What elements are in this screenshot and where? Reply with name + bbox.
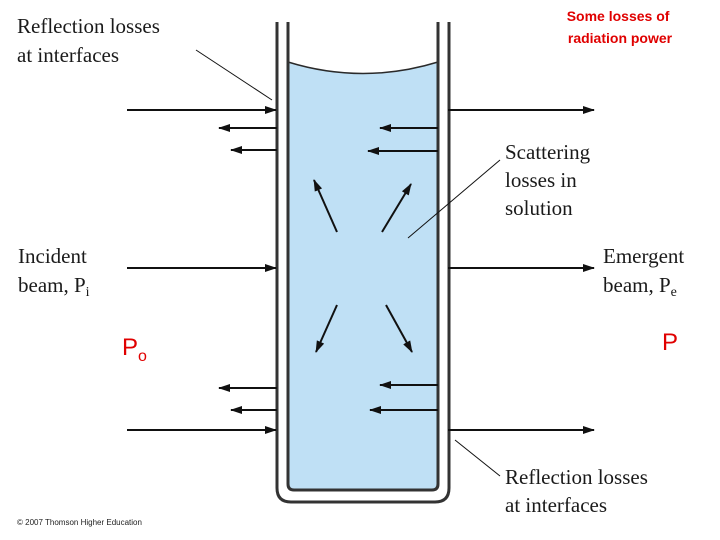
solution-fill [287, 60, 439, 491]
scatter-arrow-up-right [381, 183, 412, 233]
copyright-text: © 2007 Thomson Higher Education [17, 518, 142, 527]
incident-beam-label: Incident beam, Pi [18, 244, 92, 300]
reflection-bottom-label: Reflection losses at interfaces [505, 465, 653, 517]
leader-scattering [407, 159, 501, 239]
reflection-top-label: Reflection losses at interfaces [17, 14, 165, 67]
reflection-arrows [218, 124, 438, 414]
scatter-arrow-down-right [385, 304, 413, 353]
scatter-arrow-up-left [313, 179, 338, 233]
leader-lines [195, 49, 501, 477]
scatter-arrows [313, 179, 413, 353]
some-losses-label: Some losses of radiation power [567, 8, 674, 46]
emergent-beam-label: Emergent beam, Pe [603, 244, 690, 300]
leader-reflection-bottom [454, 439, 501, 477]
p-end-label: P [662, 329, 678, 356]
cuvette-glass-outer [275, 22, 451, 504]
beam-arrows [127, 106, 595, 434]
cuvette [275, 22, 451, 504]
leader-reflection-top [195, 49, 273, 101]
scattering-label: Scattering losses in solution [505, 140, 595, 220]
scatter-arrow-down-left [315, 304, 338, 353]
cuvette-glass-inner [286, 22, 440, 492]
p-zero-label: Po [122, 334, 147, 365]
